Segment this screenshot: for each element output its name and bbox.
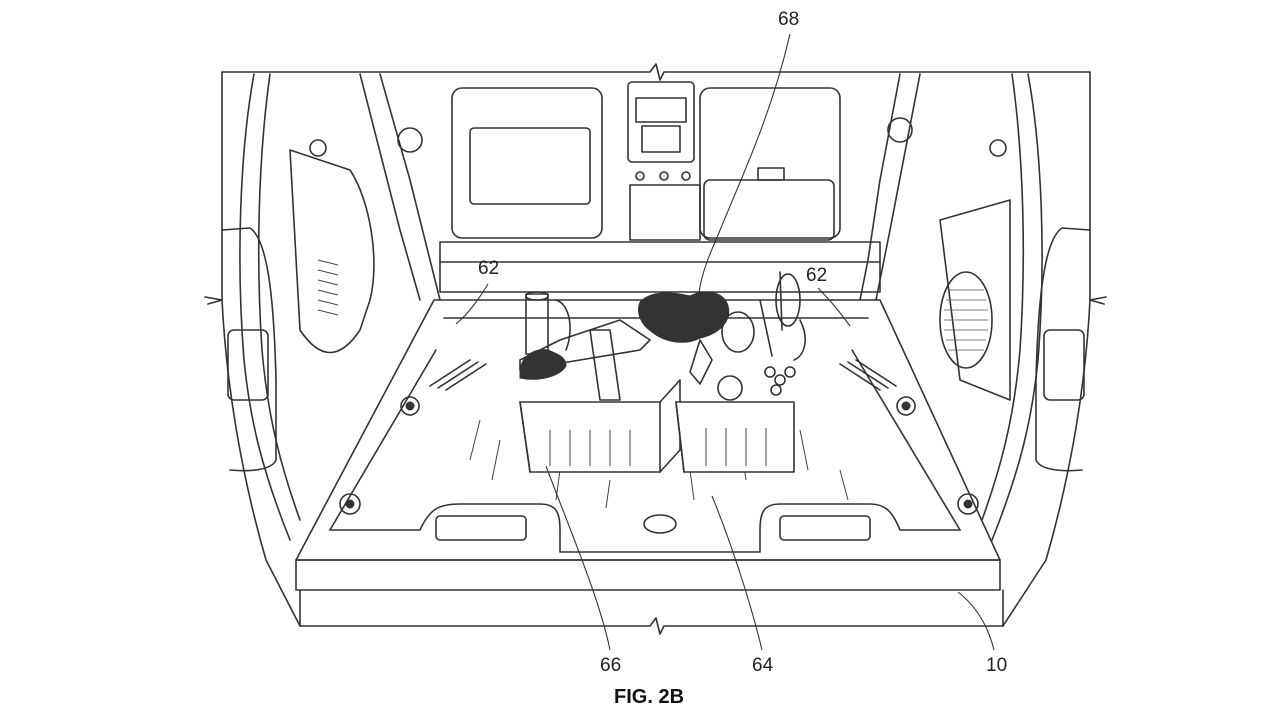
leader-68 [697, 33, 791, 301]
frame-outline [204, 63, 1107, 635]
ref-label-10: 10 [986, 655, 1008, 676]
ref-label-64: 64 [752, 655, 774, 676]
leader-62-left [455, 283, 489, 325]
leader-64 [711, 495, 763, 651]
ref-label-62-right: 62 [806, 265, 828, 286]
figure-caption: FIG. 2B [614, 686, 685, 708]
leader-62-right [817, 287, 851, 327]
right-body-side [859, 73, 1091, 627]
cabin-interior [439, 81, 881, 293]
left-bin-66 [519, 291, 681, 473]
ref-label-62-left: 62 [478, 258, 500, 279]
right-bin-64 [638, 271, 806, 473]
leader-66 [545, 465, 611, 651]
ref-label-68: 68 [778, 9, 800, 30]
left-body-side [221, 73, 441, 627]
leader-10 [957, 591, 995, 651]
leader-lines [455, 33, 995, 651]
ref-label-66: 66 [600, 655, 622, 676]
